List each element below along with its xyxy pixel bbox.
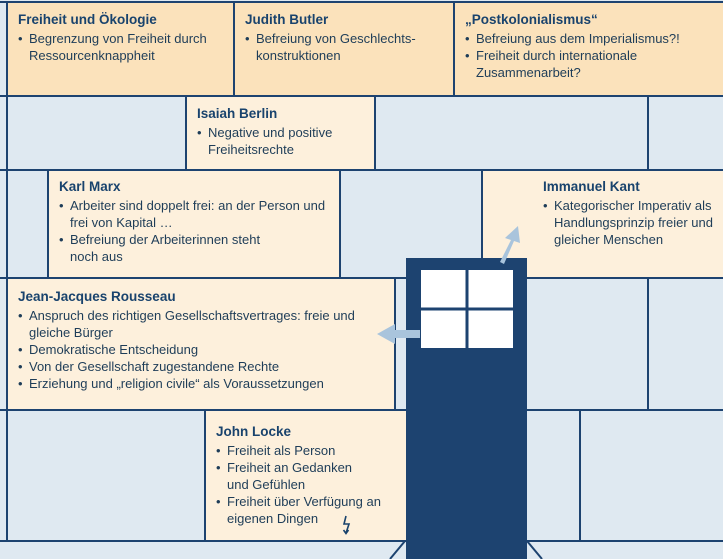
box-freiheit-und-oekologie: Freiheit und Ökologie Begrenzung von Fre…	[8, 3, 233, 95]
box-item: Anspruch des richtigen Gesellschaftsvert…	[18, 307, 369, 341]
box-jean-jacques-rousseau: Jean-Jacques Rousseau Anspruch des richt…	[8, 279, 394, 409]
box-title: Immanuel Kant	[543, 179, 640, 194]
box-item: Begrenzung von Freiheit durch Ressourcen…	[18, 30, 219, 64]
lightning-icon	[342, 515, 351, 535]
box-item: Freiheit als Person	[216, 442, 402, 459]
box-item: Befreiung von Geschlechts-konstruktionen	[245, 30, 446, 64]
box-postkolonialismus: „Postkolonialismus“ Befreiung aus dem Im…	[455, 3, 723, 95]
box-judith-butler: Judith Butler Befreiung von Geschlechts-…	[235, 3, 453, 95]
box-item: Kategorischer Imperativ als Handlungspri…	[543, 197, 719, 248]
box-item: Erziehung und „religion civile“ als Vora…	[18, 375, 390, 392]
box-title: „Postkolonialismus“	[465, 12, 598, 27]
box-title: Freiheit und Ökologie	[18, 12, 157, 27]
box-title: John Locke	[216, 424, 292, 439]
box-title: Isaiah Berlin	[197, 106, 278, 121]
box-title: Jean-Jacques Rousseau	[18, 289, 176, 304]
box-item: Demokratische Entscheidung	[18, 341, 390, 358]
box-item-text: Freiheit über Verfügung an eigenen Dinge…	[227, 494, 381, 526]
box-john-locke: John Locke Freiheit als Person Freiheit …	[206, 411, 406, 540]
box-item: Befreiung der Arbeiterinnen steht noch a…	[59, 231, 270, 265]
box-item: Arbeiter sind doppelt frei: an der Perso…	[59, 197, 332, 231]
box-item: Freiheit durch internationale Zusammenar…	[465, 47, 666, 81]
box-karl-marx: Karl Marx Arbeiter sind doppelt frei: an…	[49, 171, 339, 277]
box-title: Judith Butler	[245, 12, 329, 27]
box-item: Von der Gesellschaft zugestandene Rechte	[18, 358, 390, 375]
box-title: Karl Marx	[59, 179, 121, 194]
box-item: Negative und positive Freiheitsrechte	[197, 124, 368, 158]
box-item: Freiheit über Verfügung an eigenen Dinge…	[216, 493, 395, 527]
box-item: Freiheit an Gedanken und Gefühlen	[216, 459, 357, 493]
box-item: Befreiung aus dem Imperialismus?!	[465, 30, 719, 47]
box-isaiah-berlin: Isaiah Berlin Negative und positive Frei…	[187, 97, 374, 169]
